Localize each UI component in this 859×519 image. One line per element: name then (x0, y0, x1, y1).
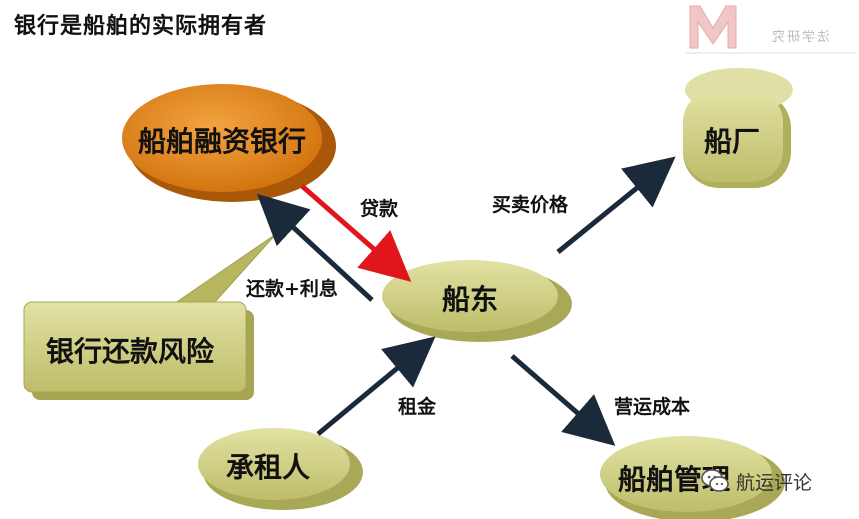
page-title: 银行是船舶的实际拥有者 (14, 14, 268, 39)
loan-label: 贷款 (360, 198, 399, 220)
price-label: 买卖价格 (492, 194, 569, 216)
watermark: 航运评论 (700, 466, 812, 496)
rent-arrow (316, 336, 436, 436)
logo-mark (686, 5, 856, 54)
watermark-text: 航运评论 (736, 471, 813, 494)
risk-label: 银行还款风险 (46, 335, 215, 368)
wechat-icon (701, 469, 729, 492)
bank-node-shape (122, 84, 336, 202)
shipowner-node-shape (382, 260, 572, 342)
logo-caption: 法学研究 (770, 30, 831, 45)
opcost-arrow (510, 354, 616, 446)
risk-callout (23, 233, 277, 400)
bank-label: 船舶融资银行 (138, 125, 307, 158)
charterer-label: 承租人 (226, 451, 311, 484)
opcost-label: 营运成本 (614, 396, 691, 418)
loan-arrow (300, 184, 412, 282)
repay-label: 还款+利息 (246, 278, 338, 300)
price-arrow (556, 156, 676, 254)
rent-label: 租金 (398, 396, 437, 418)
shipyard-node-shape (683, 68, 793, 188)
shipowner-label: 船东 (442, 283, 499, 316)
shipyard-label: 船厂 (704, 125, 761, 158)
manager-node-shape (600, 436, 785, 519)
repay-arrow (256, 193, 374, 302)
charterer-node-shape (198, 428, 363, 510)
